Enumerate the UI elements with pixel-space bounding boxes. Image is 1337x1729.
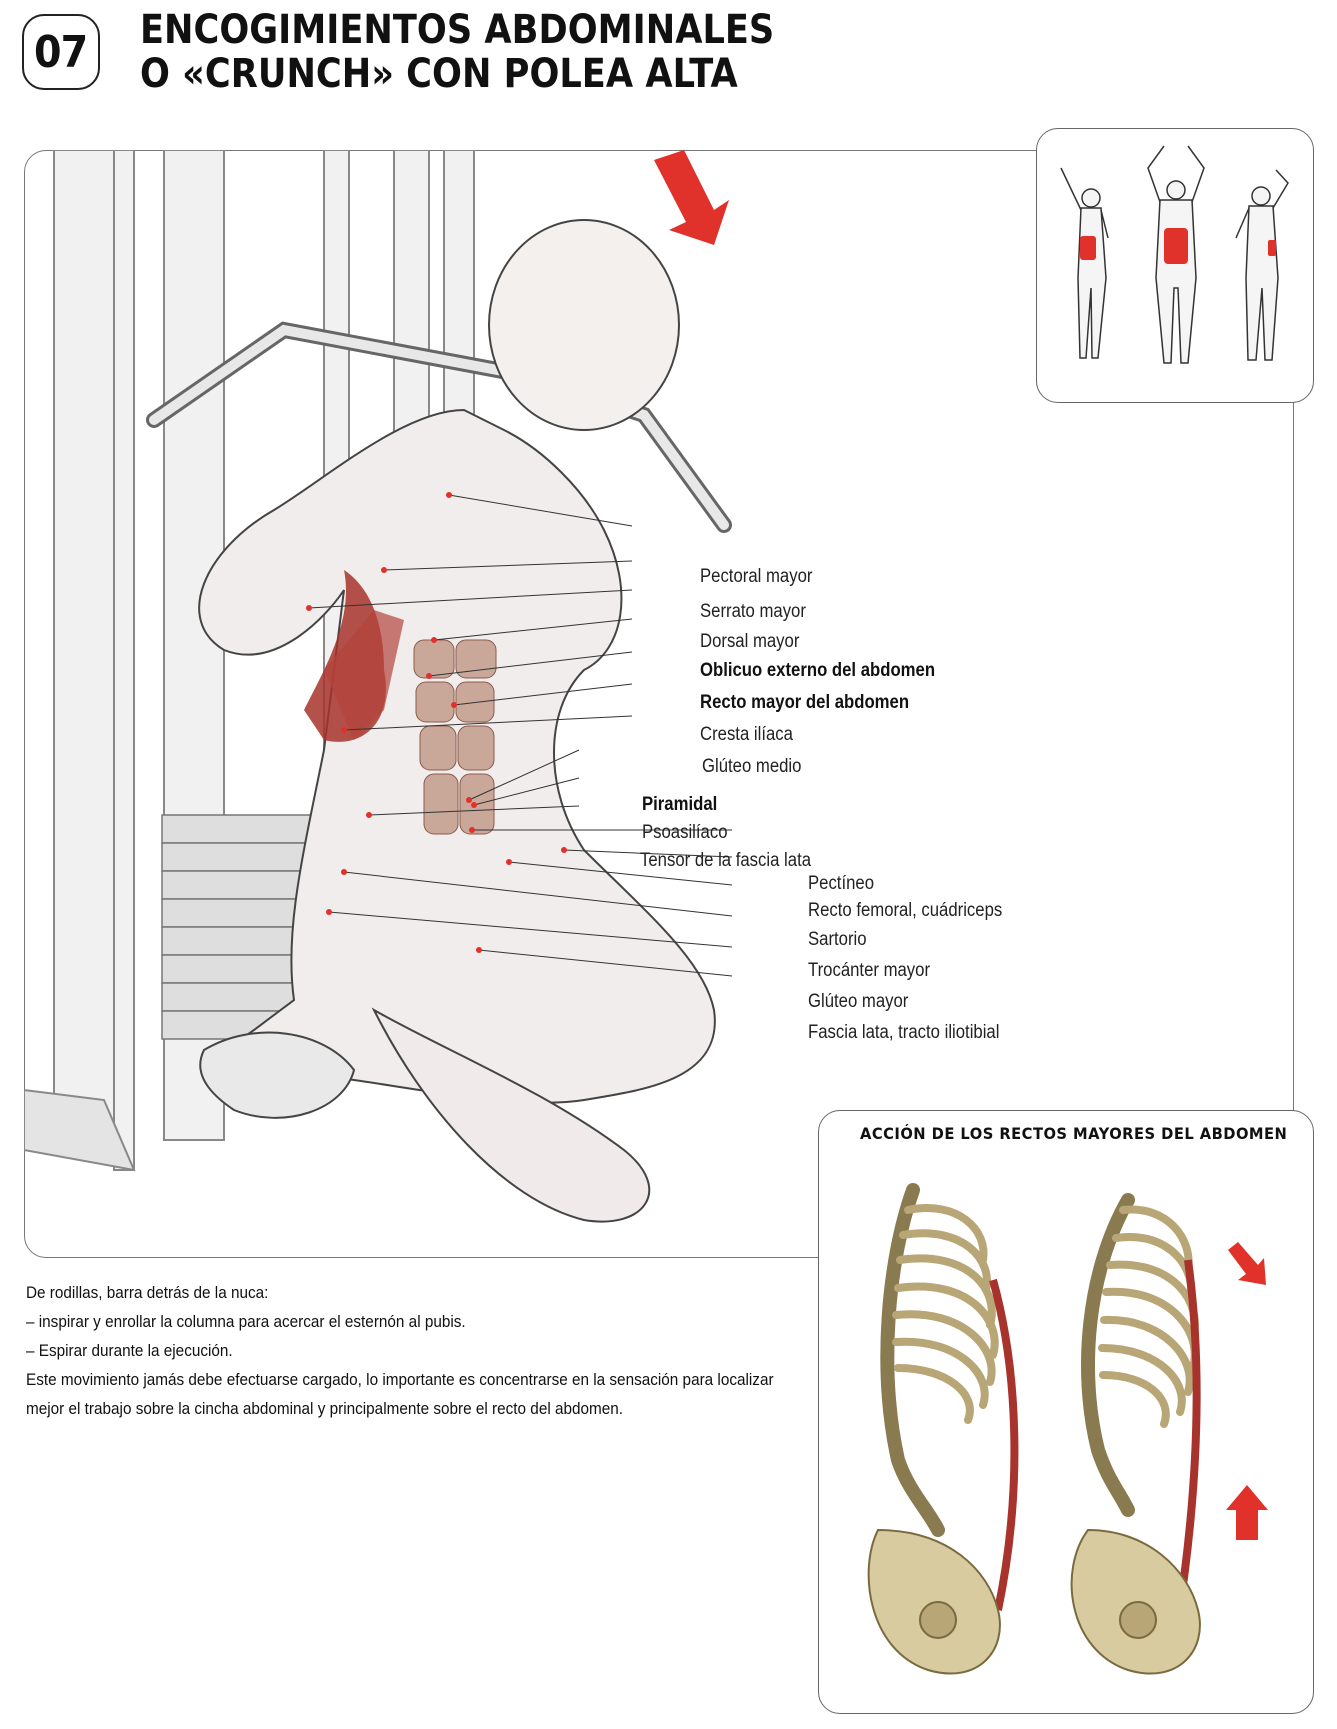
rectus-action-title: ACCIÓN DE LOS RECTOS MAYORES DEL ABDOMEN <box>860 1124 1288 1143</box>
exercise-number-badge: 07 <box>22 14 100 90</box>
exercise-number: 07 <box>34 26 88 78</box>
desc-line-1: De rodillas, barra detrás de la nuca: <box>26 1283 269 1302</box>
muscle-map-figures <box>1060 145 1289 364</box>
skeleton-right <box>1070 1193 1201 1675</box>
main-illustration <box>24 150 733 1223</box>
label-recto-mayor: Recto mayor del abdomen <box>700 692 910 713</box>
label-serrato-mayor: Serrato mayor <box>700 601 806 622</box>
red-arrow-down-icon <box>1228 1242 1266 1285</box>
rectus-abdominis-drawing <box>413 639 497 835</box>
leader-dots <box>306 492 567 953</box>
desc-line-5: mejor el trabajo sobre la cincha abdomin… <box>26 1399 624 1418</box>
label-psoasiliaco: Psoasilíaco <box>642 822 728 843</box>
page-title: ENCOGIMIENTOS ABDOMINALES O «CRUNCH» CON… <box>140 8 774 96</box>
label-trocanter-mayor: Trocánter mayor <box>808 960 931 981</box>
skeleton-illustrations <box>867 1183 1268 1675</box>
kneeling-figure <box>198 219 716 1223</box>
label-pectoral-mayor: Pectoral mayor <box>700 566 813 587</box>
main-illustration-frame <box>24 150 1294 1258</box>
desc-line-3: – Espirar durante la ejecución. <box>26 1341 233 1360</box>
label-tensor-fascia-lata: Tensor de la fascia lata <box>640 850 812 871</box>
label-cresta-iliaca: Cresta ilíaca <box>700 724 793 745</box>
desc-line-2: – inspirar y enrollar la columna para ac… <box>26 1312 466 1331</box>
skeleton-left <box>867 1183 1019 1675</box>
label-gluteo-mayor: Glúteo mayor <box>808 991 909 1012</box>
red-arrow-up-icon <box>1226 1485 1268 1540</box>
leader-lines <box>308 494 733 977</box>
label-dorsal-mayor: Dorsal mayor <box>700 631 800 652</box>
label-sartorio: Sartorio <box>808 929 867 950</box>
label-gluteo-medio: Glúteo medio <box>702 756 802 777</box>
label-oblicuo-externo: Oblicuo externo del abdomen <box>700 660 936 681</box>
label-pectineo: Pectíneo <box>808 873 874 894</box>
red-arrow-down-right-icon <box>654 150 729 245</box>
desc-line-4: Este movimiento jamás debe efectuarse ca… <box>26 1370 774 1389</box>
exercise-description: De rodillas, barra detrás de la nuca: – … <box>26 1278 774 1423</box>
label-fascia-lata: Fascia lata, tracto iliotibial <box>808 1022 1000 1043</box>
label-piramidal: Piramidal <box>642 794 718 815</box>
label-recto-femoral: Recto femoral, cuádriceps <box>808 900 1003 921</box>
title-line-2: O «CRUNCH» CON POLEA ALTA <box>140 51 738 97</box>
target-muscle-highlights <box>1080 228 1276 264</box>
title-line-1: ENCOGIMIENTOS ABDOMINALES <box>140 7 775 53</box>
